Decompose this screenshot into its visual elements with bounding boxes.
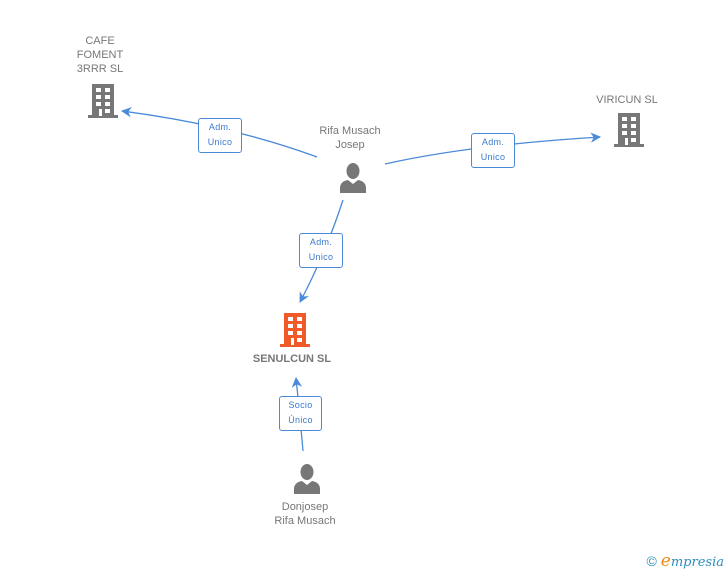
- person-icon[interactable]: [293, 464, 321, 494]
- building-icon-focus[interactable]: [279, 313, 311, 347]
- edge-label-adm-unico: Adm. Unico: [471, 133, 515, 168]
- footer-brand[interactable]: © empresia: [646, 551, 724, 571]
- building-icon[interactable]: [87, 84, 119, 118]
- node-label-senulcun[interactable]: SENULCUN SL: [252, 353, 332, 365]
- building-icon[interactable]: [613, 113, 645, 147]
- copyright-icon: ©: [646, 553, 657, 569]
- person-icon[interactable]: [339, 163, 367, 193]
- brand-logo: empresia: [660, 551, 724, 571]
- node-label-rifa-musach-josep[interactable]: Rifa Musach Josep: [319, 125, 381, 151]
- node-label-viricun[interactable]: VIRICUN SL: [596, 94, 658, 106]
- node-label-donjosep[interactable]: Donjosep Rifa Musach: [274, 501, 336, 527]
- edge-label-adm-unico: Adm. Unico: [299, 233, 343, 268]
- edge-label-adm-unico: Adm. Unico: [198, 118, 242, 153]
- node-label-cafe-foment[interactable]: CAFE FOMENT 3RRR SL: [76, 35, 124, 75]
- edge-label-socio-unico: Socio Único: [279, 396, 322, 431]
